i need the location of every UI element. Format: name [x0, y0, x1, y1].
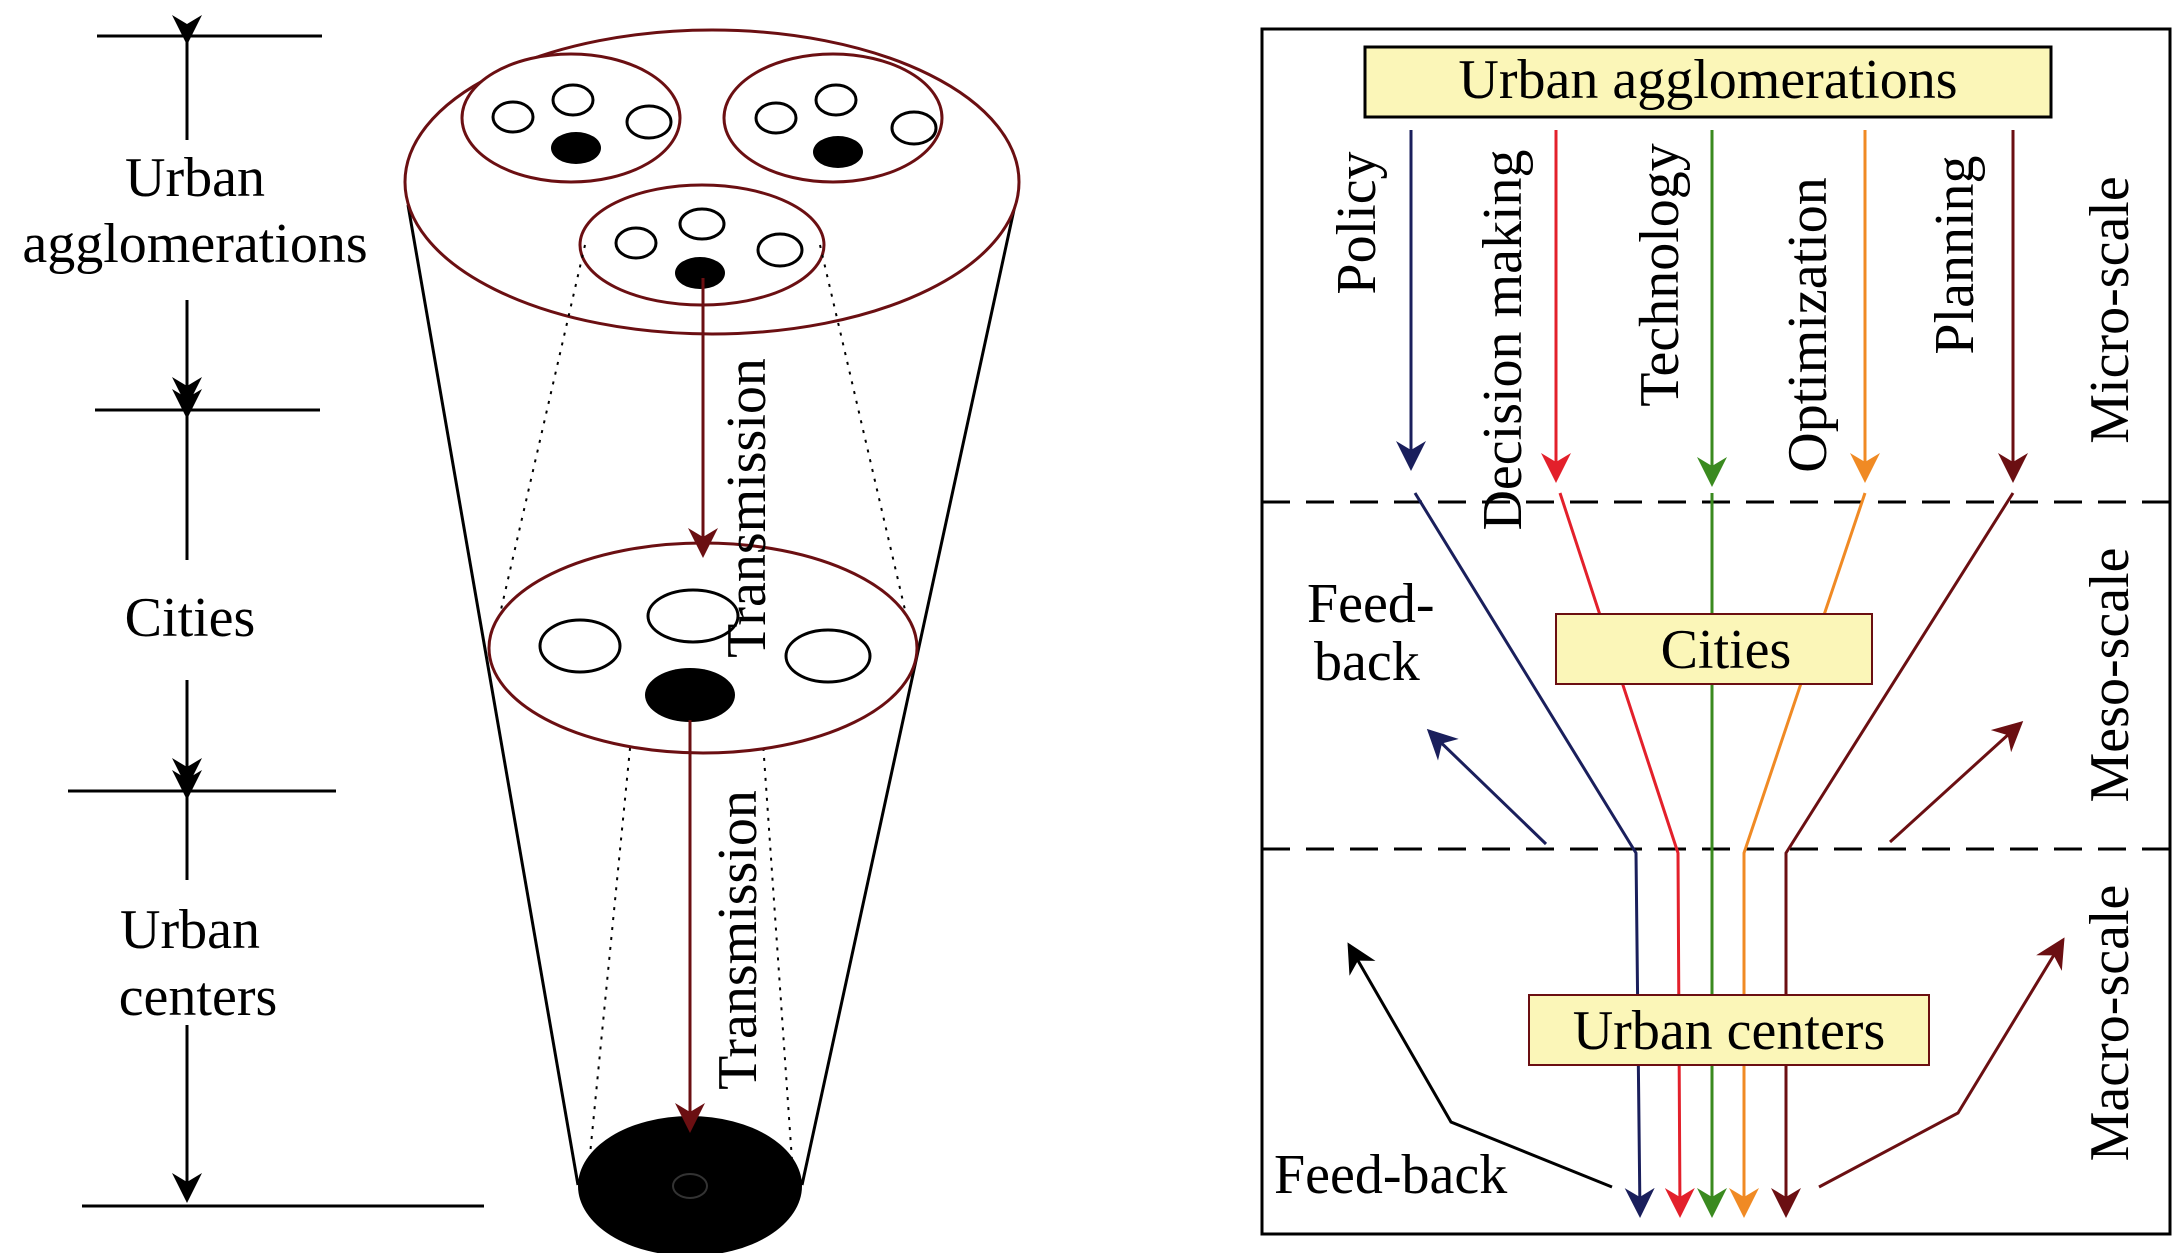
cluster-right — [722, 52, 944, 184]
decision-flow — [1558, 492, 1695, 1218]
cities-box-label: Cities — [1661, 619, 1792, 681]
meso-feedback-arrow-right — [1888, 720, 2024, 844]
optimization-flow — [1729, 492, 1867, 1218]
label-centers-line1: Urban — [120, 899, 260, 961]
feedback-meso-line2: back — [1314, 631, 1420, 693]
label-urban-line1: Urban — [125, 147, 265, 209]
transmission-label-upper: Transmission — [716, 358, 778, 658]
funnel — [403, 28, 1021, 1253]
urban-agglomerations-box — [1363, 45, 2053, 119]
planning-flow — [1771, 492, 2015, 1218]
flow-label-planning: Planning — [1924, 155, 1986, 354]
urban-centers-box — [1528, 994, 1930, 1066]
urban-center-ellipse — [578, 1116, 802, 1253]
label-cities: Cities — [125, 587, 256, 649]
urban-centers-box-label: Urban centers — [1573, 1000, 1886, 1062]
macro-feedback-arrow-left — [1347, 942, 1613, 1189]
flow-label-decision-making: Decision making — [1472, 149, 1534, 530]
cities-box — [1555, 613, 1873, 685]
cluster-left — [460, 52, 682, 184]
scale-label-meso: Meso-scale — [2079, 547, 2141, 802]
flow-label-technology: Technology — [1629, 143, 1691, 407]
transmission-label-lower: Transmission — [707, 790, 769, 1090]
policy-flow — [1413, 492, 1655, 1218]
meso-feedback-arrow-left — [1426, 728, 1548, 846]
flow-label-optimization: Optimization — [1777, 177, 1839, 473]
scale-bar — [68, 15, 484, 1208]
feedback-meso-line1: Feed- — [1307, 573, 1435, 635]
feedback-macro-label: Feed-back — [1274, 1144, 1507, 1206]
scale-label-macro: Macro-scale — [2079, 885, 2141, 1162]
macro-feedback-arrow-right — [1818, 937, 2065, 1189]
right-panel-frame — [1260, 27, 2172, 1236]
label-urban-line2: agglomerations — [22, 213, 367, 275]
scale-label-micro: Micro-scale — [2079, 176, 2141, 443]
cluster-center — [578, 183, 826, 307]
label-centers-line2: centers — [119, 966, 278, 1028]
flow-label-policy: Policy — [1326, 151, 1388, 294]
urban-agglomerations-box-label: Urban agglomerations — [1458, 49, 1957, 111]
